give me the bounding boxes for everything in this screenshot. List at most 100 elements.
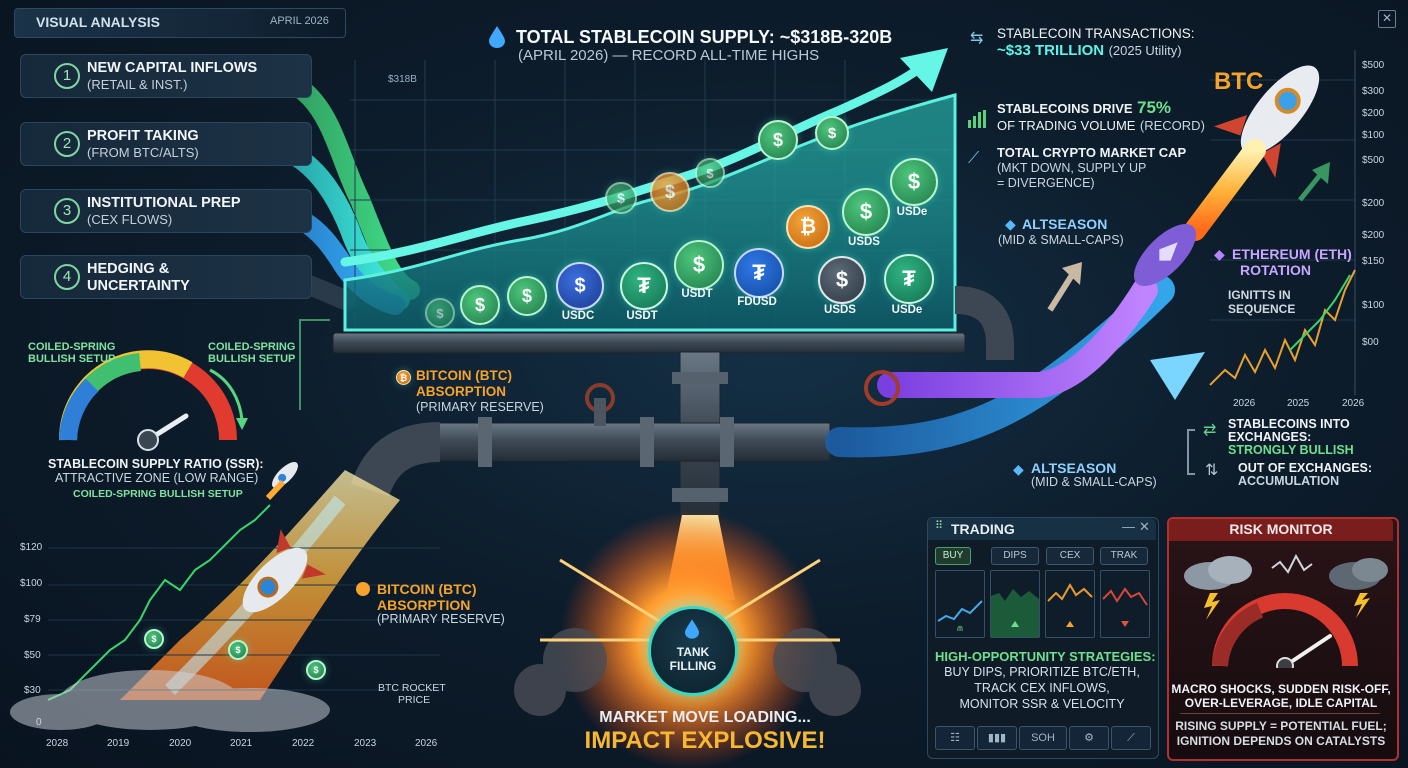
diamond-icon: ◆ — [1005, 216, 1016, 232]
ssr-zone: ATTRACTIVE ZONE (LOW RANGE) — [55, 471, 259, 485]
left-axis-label: 0 — [36, 717, 42, 728]
risk-divider — [1180, 713, 1380, 714]
coin-label-usde: USDe — [896, 206, 928, 218]
right-axis-label: $500 — [1362, 60, 1385, 71]
trading-title: TRADING — [951, 521, 1015, 537]
coin-label-usdt: USDT — [681, 288, 713, 300]
minimize-icon[interactable]: — — [1122, 519, 1135, 534]
right-year-label: 2026 — [1233, 398, 1256, 409]
coin-dollar-icon: $ — [460, 285, 500, 325]
stat-drive-pct: 75% — [1137, 98, 1172, 117]
toolbar-settings-button[interactable]: ⚙ — [1069, 726, 1109, 750]
coin-dollar-icon: $ — [890, 158, 938, 206]
eth-rotation: ROTATION — [1240, 262, 1312, 278]
btc-absorb-top-sub: (PRIMARY RESERVE) — [416, 400, 544, 414]
mini-chart-trak[interactable] — [1100, 570, 1150, 638]
bitcoin-dot-icon — [356, 582, 370, 596]
altseason-bottom-sub: (MID & SMALL-CAPS) — [1031, 475, 1157, 489]
coin-label-usde: USDe — [891, 304, 923, 316]
diamond-icon: ◆ — [1214, 246, 1225, 262]
driver-item-4: 4 HEDGING & UNCERTAINTY — [20, 255, 312, 299]
toolbar-soh-button[interactable]: SOH — [1019, 726, 1067, 750]
usde-coin-icon: ₮ — [884, 254, 934, 304]
eth-ignite-2: SEQUENCE — [1228, 302, 1296, 316]
coin-dollar-icon: $ — [144, 629, 164, 649]
trading-panel-header — [928, 518, 1156, 540]
usds-coin-icon: $ — [818, 256, 866, 304]
btc-rocket-price-label: BTC ROCKET — [378, 682, 446, 694]
coin-dollar-icon: $ — [507, 276, 547, 316]
stat-tx-value-row: ~$33 TRILLION (2025 Utility) — [997, 42, 1182, 60]
grid-dots-icon: ⠿ — [935, 520, 944, 532]
left-axis-label: $120 — [20, 542, 43, 553]
coin-dollar-icon: $ — [650, 172, 690, 212]
mini-chart-dips[interactable] — [990, 570, 1040, 638]
left-year-label: 2028 — [46, 738, 69, 749]
tab-dips[interactable]: DIPS — [991, 547, 1039, 565]
close-button[interactable]: ✕ — [1378, 10, 1396, 28]
tab-buy[interactable]: BUY — [935, 547, 971, 565]
coin-dollar-icon: $ — [758, 120, 798, 160]
coin-label-usds: USDS — [848, 236, 880, 248]
coin-label-usds: USDS — [824, 304, 856, 316]
btc-absorb-bottom-title2: ABSORPTION — [377, 597, 471, 613]
btc-absorb-top-title2: ABSORPTION — [416, 384, 507, 399]
risk-monitor-header — [1169, 519, 1393, 541]
bitcoin-coin-icon: ₿ — [786, 205, 830, 249]
coin-dollar-icon: $ — [425, 298, 455, 328]
right-axis-label: $00 — [1362, 337, 1379, 348]
stat-tx-title: STABLECOIN TRANSACTIONS: — [997, 26, 1195, 41]
close-icon[interactable]: ✕ — [1139, 519, 1150, 534]
stat-drive-sub-row: OF TRADING VOLUME (RECORD) — [997, 118, 1205, 133]
header-tab — [14, 8, 346, 38]
left-year-label: 2023 — [354, 738, 377, 749]
tank-filling-badge: TANK FILLING — [648, 606, 738, 696]
right-axis-label: $200 — [1362, 108, 1385, 119]
btc-absorb-bottom-sub: (PRIMARY RESERVE) — [377, 612, 505, 626]
trend-line-icon: ⟋ — [968, 150, 980, 167]
coin-label-usdc: USDC — [561, 310, 595, 322]
left-axis-label: $50 — [24, 650, 41, 661]
left-axis-label: $30 — [24, 685, 41, 696]
diamond-icon: ◆ — [1013, 461, 1024, 477]
exchange-out-1: OUT OF EXCHANGES: — [1238, 461, 1373, 475]
usdt-coin-icon: ₮ — [620, 262, 668, 310]
right-year-label: 2026 — [1342, 398, 1365, 409]
btc-rocket-price-sub: PRICE — [398, 694, 431, 706]
eth-ignite-1: IGNITTS IN — [1228, 288, 1291, 302]
right-year-label: 2025 — [1287, 398, 1310, 409]
stat-mcap-sub1: (MKT DOWN, SUPPLY UP — [997, 161, 1147, 175]
tab-cex[interactable]: CEX — [1046, 547, 1094, 565]
right-axis-label: $100 — [1362, 300, 1385, 311]
btc-rocket-label: BTC — [1214, 68, 1264, 95]
driver-item-2: 2 PROFIT TAKING (FROM BTC/ALTS) — [20, 122, 312, 166]
ssr-right-tag: COILED-SPRING BULLISH SETUP — [208, 341, 296, 365]
driver-item-1: 1 NEW CAPITAL INFLOWS (RETAIL & INST.) — [20, 54, 312, 98]
exchange-out-2: ACCUMULATION — [1238, 474, 1340, 488]
title-supply: TOTAL STABLECOIN SUPPLY: ~$318B-320B — [516, 27, 893, 47]
ssr-left-tag: COILED-SPRING BULLISH SETUP — [28, 341, 116, 365]
swap-arrows-icon: ⇆ — [970, 30, 984, 47]
water-drop-icon — [685, 619, 699, 639]
strategies-title: HIGH-OPPORTUNITY STRATEGIES: — [935, 649, 1156, 664]
toolbar-trend-button[interactable]: ⟋ — [1111, 726, 1151, 750]
tab-trak[interactable]: TRAK — [1100, 547, 1148, 565]
market-move-loading: MARKET MOVE LOADING... — [599, 709, 811, 726]
right-axis-label: $100 — [1362, 130, 1385, 141]
chart-level-label: $318B — [388, 74, 417, 85]
right-axis-label: $200 — [1362, 198, 1385, 209]
risk-line-3: RISING SUPPLY = POTENTIAL FUEL; — [1175, 719, 1387, 733]
right-axis-label: $150 — [1362, 256, 1385, 267]
coin-dollar-icon: $ — [815, 116, 849, 150]
toolbar-bars-button[interactable]: ▮▮▮ — [977, 726, 1017, 750]
mini-chart-cex[interactable] — [1045, 570, 1095, 638]
risk-line-1: MACRO SHOCKS, SUDDEN RISK-OFF, — [1171, 682, 1391, 696]
right-axis-label: $500 — [1362, 155, 1385, 166]
exchange-out-icon: ⇅ — [1205, 462, 1219, 479]
strategy-line-1: BUY DIPS, PRIORITIZE BTC/ETH, — [944, 665, 1140, 679]
exchange-bullish: STRONGLY BULLISH — [1228, 443, 1354, 457]
mini-chart-buy[interactable]: ⋒ — [935, 570, 985, 638]
btc-absorb-top-title1: BITCOIN (BTC) — [416, 368, 512, 383]
toolbar-list-button[interactable]: ☷ — [935, 726, 975, 750]
